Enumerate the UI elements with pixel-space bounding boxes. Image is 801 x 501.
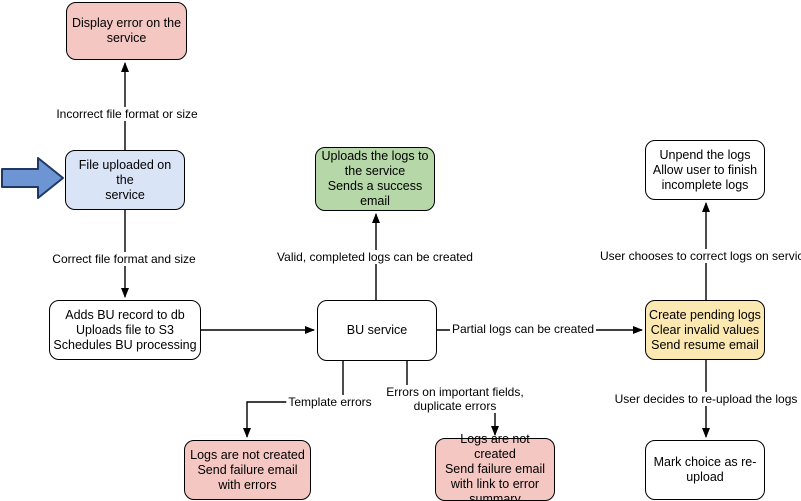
node-text-line: Unpend the logs [659, 147, 751, 162]
edge-label-template-errors: Template errors [286, 395, 374, 409]
node-text-line: Clear invalid values [650, 322, 760, 337]
node-text-line: service [106, 31, 147, 45]
node-text-line: Display error on the [71, 16, 182, 30]
node-display-error: Display error on the service [66, 2, 187, 60]
node-text-line: summary [469, 492, 521, 501]
node-text-line: Create pending logs [649, 307, 761, 322]
edge-label-field-errors: Errors on important fields, duplicate er… [384, 385, 526, 413]
edge-label-line: Errors on important fields, [386, 385, 524, 399]
node-text-line: Adds BU record to db [65, 307, 185, 322]
edge-label-valid-logs: Valid, completed logs can be created [275, 250, 475, 264]
node-unpend-logs: Unpend the logs Allow user to finish inc… [645, 140, 765, 200]
node-file-uploaded: File uploaded on the service [65, 150, 185, 210]
node-text-line: Send failure email [197, 462, 298, 477]
node-text-line: Send resume email [651, 337, 759, 352]
node-logs-not-created-summary: Logs are not created Send failure email … [435, 432, 555, 501]
node-text-line: Mark choice as re- [653, 455, 757, 469]
edge-label-user-chooses: User chooses to correct logs on service [597, 249, 801, 263]
node-text-line: Logs are not created [190, 447, 305, 462]
node-uploads-logs: Uploads the logs to the service Sends a … [315, 147, 435, 211]
node-adds-bu-record: Adds BU record to db Uploads file to S3 … [49, 300, 201, 360]
node-text-line: with link to error [450, 477, 540, 491]
node-text-line: Uploads file to S3 [76, 322, 174, 337]
node-text-line: Logs are not created [460, 432, 530, 461]
node-mark-choice: Mark choice as re- upload [645, 440, 765, 500]
node-text-line: Send failure email [444, 462, 546, 476]
edge-label-incorrect-format: Incorrect file format or size [54, 107, 200, 121]
edge-label-user-decides: User decides to re-upload the logs [612, 392, 800, 406]
node-text-line: service [105, 187, 145, 202]
node-text-line: BU service [346, 323, 408, 337]
edge-label-line: duplicate errors [413, 399, 497, 413]
node-text-line: email [360, 194, 390, 208]
node-create-pending: Create pending logs Clear invalid values… [645, 300, 765, 360]
node-text-line: upload [686, 470, 724, 484]
node-text-line: Schedules BU processing [53, 337, 197, 352]
node-text-line: File uploaded on the [78, 157, 172, 187]
edge-label-partial-logs: Partial logs can be created [449, 322, 597, 336]
node-logs-not-created-errors: Logs are not created Send failure email … [184, 440, 311, 500]
node-text-line: Sends a success [327, 179, 423, 193]
edge-label-correct-format: Correct file format and size [50, 252, 198, 266]
node-bu-service: BU service [317, 300, 437, 361]
node-text-line: Uploads the logs to [321, 149, 429, 163]
node-text-line: with errors [218, 477, 277, 492]
entry-arrow-icon [1, 157, 64, 199]
node-text-line: incomplete logs [661, 177, 749, 192]
node-text-line: Allow user to finish [652, 162, 758, 177]
node-text-line: the service [344, 164, 406, 178]
